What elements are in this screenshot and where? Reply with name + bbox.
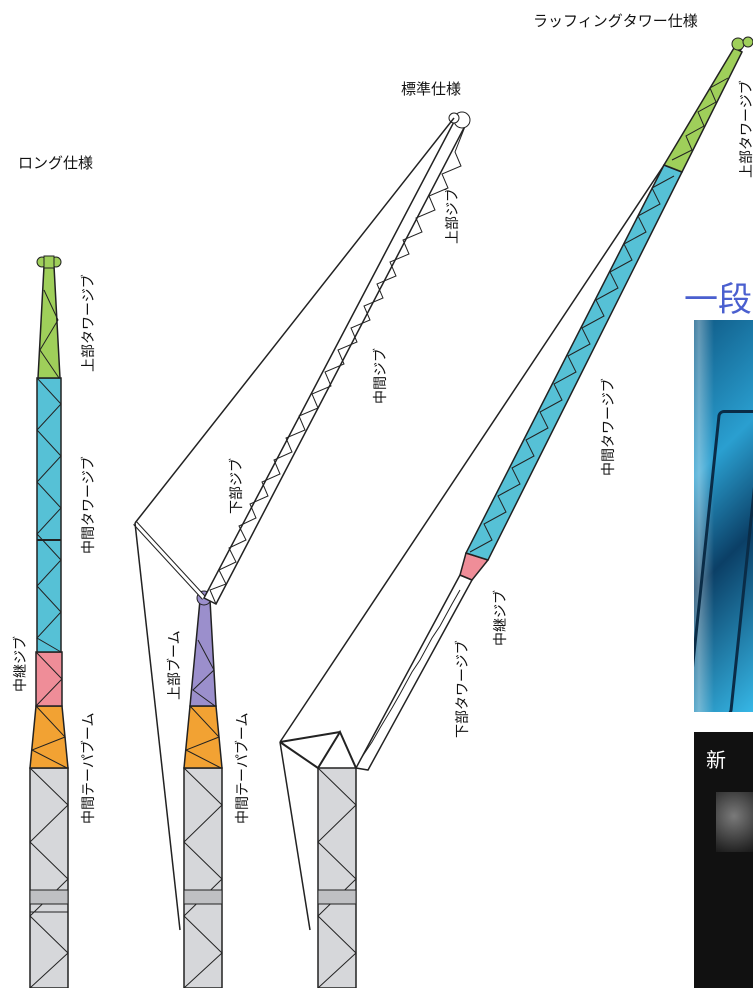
long-upper-tower-jib-label: 上部タワージブ	[81, 274, 97, 372]
standard-upper-boom-label: 上部ブーム	[167, 630, 183, 700]
standard-lower-jib-label: 下部ジブ	[229, 458, 245, 514]
luffing-relay-jib-label: 中継ジブ	[493, 590, 509, 646]
section-heading: 一段	[684, 280, 752, 320]
long-relay-jib-label: 中継ジブ	[13, 636, 29, 692]
luffing-lower-tower-jib-label: 下部タワージブ	[455, 640, 471, 738]
standard-middle-jib-label: 中間ジブ	[373, 348, 389, 404]
long-taper-boom-label: 中間テーパブーム	[81, 712, 97, 824]
luffing-upper-tower-jib	[662, 47, 744, 173]
standard-taper-boom-label: 中間テーパブーム	[235, 712, 251, 824]
product-photo	[694, 320, 753, 712]
long-spec-title: ロング仕様	[18, 154, 94, 172]
long-base-boom	[29, 767, 69, 988]
luffing-upper-tower-jib-label: 上部タワージブ	[739, 80, 753, 178]
standard-spec-title: 標準仕様	[401, 80, 462, 98]
luffing-middle-tower-jib-label: 中間タワージブ	[601, 378, 617, 476]
standard-upper-jib-label: 上部ジブ	[445, 188, 461, 244]
standard-spec-crane	[133, 111, 471, 988]
luffing-spec-crane	[279, 36, 753, 988]
standard-jib	[202, 116, 467, 606]
standard-base-boom	[183, 767, 223, 988]
banner-graphic	[716, 792, 753, 852]
long-middle-tower-jib-label: 中間タワージブ	[81, 456, 97, 554]
photo-shine	[694, 320, 714, 712]
long-middle-tower-jib	[36, 377, 62, 653]
long-relay-jib	[35, 651, 63, 707]
luffing-base-boom	[317, 767, 357, 988]
long-spec-crane	[29, 255, 69, 988]
luffing-middle-tower-jib	[464, 164, 684, 561]
dark-banner[interactable]: 新	[694, 732, 753, 988]
dark-banner-text: 新	[706, 748, 726, 772]
luffing-spec-title: ラッフィングタワー仕様	[533, 12, 698, 30]
